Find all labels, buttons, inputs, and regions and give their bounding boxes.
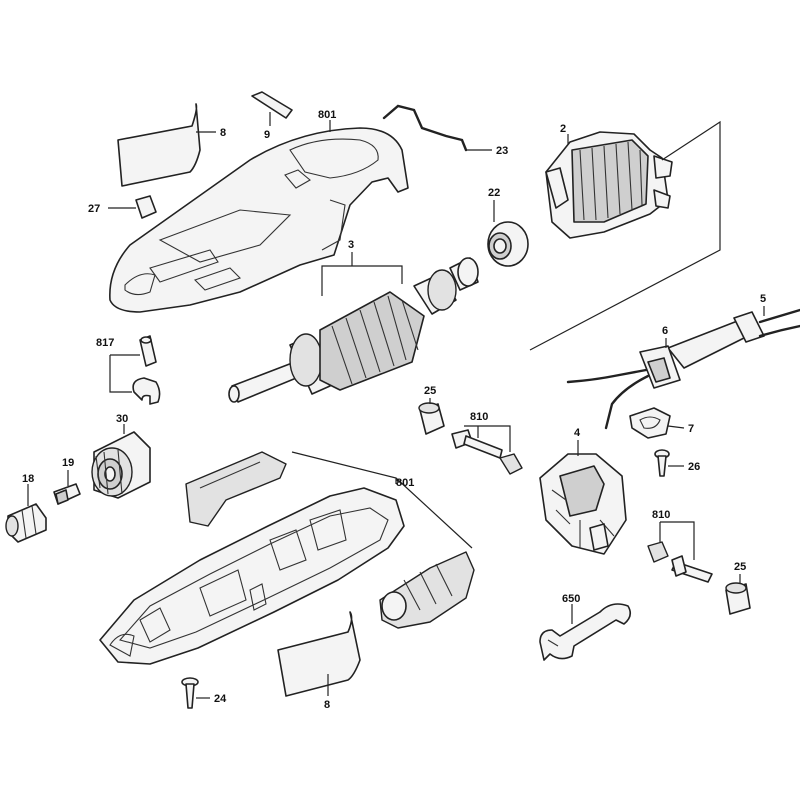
label-3: 3 bbox=[348, 239, 354, 251]
label-24: 24 bbox=[214, 693, 227, 705]
part-25-bushing-right bbox=[725, 574, 751, 615]
part-4-brush-holder bbox=[539, 440, 627, 555]
label-7: 7 bbox=[688, 423, 694, 435]
part-7-strain-relief bbox=[629, 407, 685, 439]
label-30: 30 bbox=[116, 413, 128, 425]
part-8-label-sheet-bottom bbox=[277, 611, 361, 697]
part-9-clip bbox=[251, 91, 293, 126]
label-810-right: 810 bbox=[652, 509, 670, 521]
part-801-upper-housing bbox=[109, 120, 409, 313]
label-19: 19 bbox=[62, 457, 74, 469]
label-9: 9 bbox=[264, 129, 270, 141]
part-817-bushing bbox=[109, 335, 161, 405]
label-18: 18 bbox=[22, 473, 34, 485]
label-22: 22 bbox=[488, 187, 500, 199]
label-817: 817 bbox=[96, 337, 114, 349]
part-19-collet bbox=[53, 470, 81, 505]
label-8-bottom: 8 bbox=[324, 699, 330, 711]
part-30-nose-cap bbox=[91, 424, 151, 499]
label-5: 5 bbox=[760, 293, 766, 305]
part-650-wrench bbox=[539, 603, 632, 661]
label-23: 23 bbox=[496, 145, 508, 157]
part-3-armature bbox=[228, 252, 479, 403]
part-810-screw-nut-mid bbox=[451, 425, 523, 475]
part-6-grommet bbox=[566, 338, 681, 430]
label-27: 27 bbox=[88, 203, 100, 215]
part-24-screw bbox=[181, 677, 210, 709]
part-23-wire-bracket bbox=[382, 104, 492, 152]
label-801-bottom: 801 bbox=[396, 477, 414, 489]
label-650: 650 bbox=[562, 593, 580, 605]
part-5-power-cable bbox=[667, 306, 800, 369]
part-25-bushing-mid bbox=[418, 398, 445, 435]
part-18-collet-nut bbox=[5, 484, 47, 543]
part-8-label-sheet-top bbox=[117, 103, 216, 187]
label-810-mid: 810 bbox=[470, 411, 488, 423]
label-4: 4 bbox=[574, 427, 581, 439]
part-2-field-stator bbox=[529, 120, 721, 351]
label-801-top: 801 bbox=[318, 109, 336, 121]
label-2: 2 bbox=[560, 123, 566, 135]
part-27-small-clip bbox=[108, 195, 157, 219]
label-26: 26 bbox=[688, 461, 700, 473]
part-number-labels: 8 9 801 23 2 27 22 3 5 817 6 25 810 7 30… bbox=[22, 109, 766, 711]
part-801-lower-housing bbox=[99, 451, 475, 665]
part-810-screw-nut-right bbox=[647, 521, 713, 583]
label-6: 6 bbox=[662, 325, 668, 337]
label-8-top: 8 bbox=[220, 127, 226, 139]
part-26-screw bbox=[654, 449, 684, 477]
label-25-right: 25 bbox=[734, 561, 746, 573]
label-25-mid: 25 bbox=[424, 385, 436, 397]
part-22-bearing bbox=[487, 200, 529, 267]
